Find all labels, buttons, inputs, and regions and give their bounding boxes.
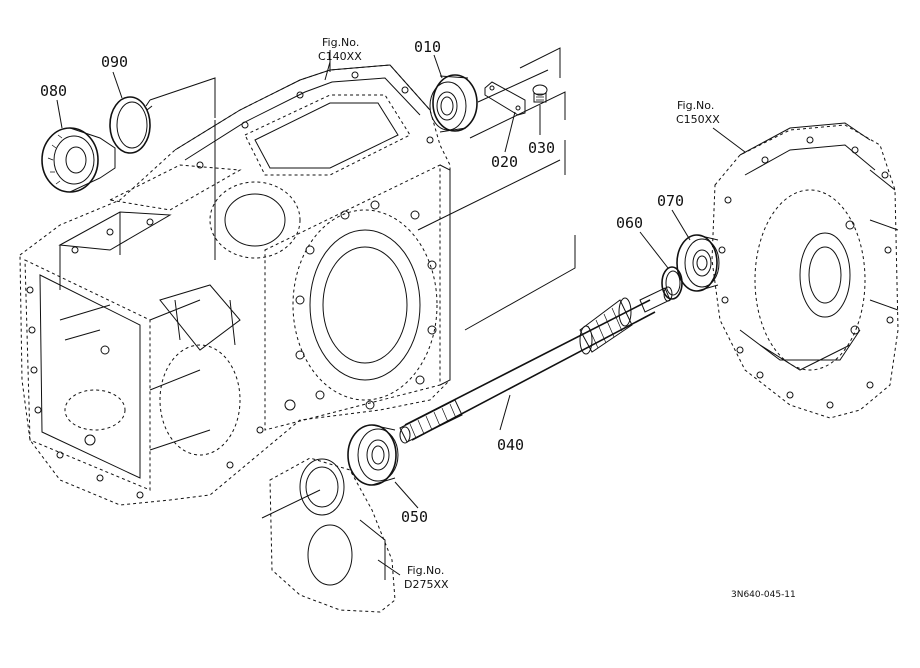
bracket-cover bbox=[269, 457, 396, 613]
right-housing bbox=[711, 122, 899, 419]
label-010: 010 bbox=[414, 38, 441, 56]
figref-c140-title: Fig.No. bbox=[322, 36, 359, 49]
leader-lines bbox=[56, 47, 746, 576]
label-030: 030 bbox=[528, 139, 555, 157]
label-090: 090 bbox=[101, 53, 128, 71]
plate-020 bbox=[484, 81, 526, 116]
bearing-050 bbox=[347, 424, 399, 486]
label-080: 080 bbox=[40, 82, 67, 100]
bearing-010 bbox=[429, 74, 478, 133]
cover-080 bbox=[41, 127, 116, 193]
label-070: 070 bbox=[657, 192, 684, 210]
figref-d275-code: D275XX bbox=[404, 578, 449, 591]
transmission-case bbox=[19, 50, 451, 506]
bolt-030 bbox=[532, 84, 548, 103]
figref-c150-title: Fig.No. bbox=[677, 99, 714, 112]
bearing-070 bbox=[676, 234, 720, 292]
circlip-060 bbox=[661, 266, 683, 300]
label-060: 060 bbox=[616, 214, 643, 232]
label-040: 040 bbox=[497, 436, 524, 454]
shaft-040 bbox=[399, 286, 673, 444]
catalog-code: 3N640-045-11 bbox=[731, 590, 796, 600]
figref-c140-code: C140XX bbox=[318, 50, 362, 63]
circlip-090 bbox=[109, 96, 153, 154]
label-050: 050 bbox=[401, 508, 428, 526]
figref-d275-title: Fig.No. bbox=[407, 564, 444, 577]
label-020: 020 bbox=[491, 153, 518, 171]
figref-c150-code: C150XX bbox=[676, 113, 720, 126]
